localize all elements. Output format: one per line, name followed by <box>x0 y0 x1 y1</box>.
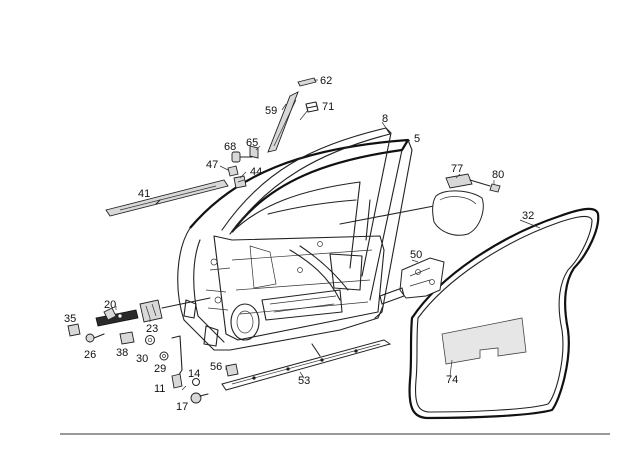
part-20-check-strap <box>95 307 139 327</box>
label-41: 41 <box>138 188 150 200</box>
part-17-bolt <box>190 392 209 404</box>
label-29: 29 <box>154 363 166 375</box>
part-14-washer <box>192 378 200 386</box>
label-35: 35 <box>64 313 76 325</box>
label-26: 26 <box>84 349 96 361</box>
label-32: 32 <box>522 210 534 222</box>
part-71-clip <box>305 101 319 113</box>
door-shell <box>177 227 385 351</box>
label-50: 50 <box>410 249 422 261</box>
label-56: 56 <box>210 361 222 373</box>
part-23-hinge <box>139 297 211 323</box>
part-50-bracket <box>379 257 445 305</box>
label-44: 44 <box>250 166 262 178</box>
part-77-mirror <box>432 173 491 236</box>
part-44-clip <box>233 175 247 189</box>
part-59-pillar-trim <box>267 91 299 153</box>
label-17: 17 <box>176 401 188 413</box>
label-5: 5 <box>414 133 420 145</box>
label-14: 14 <box>188 368 200 380</box>
label-11: 11 <box>154 383 165 395</box>
part-30-nut <box>145 335 155 345</box>
label-23: 23 <box>146 323 158 335</box>
part-38-block <box>119 331 135 345</box>
part-68-screw <box>231 151 253 163</box>
window-channel-part-8 <box>221 127 392 277</box>
label-77: 77 <box>451 163 463 175</box>
part-11-hinge-lower <box>171 335 183 389</box>
label-20: 20 <box>104 299 116 311</box>
part-29-nut <box>159 351 169 361</box>
part-41-weatherstrip <box>105 179 229 217</box>
part-65-clip <box>249 145 259 159</box>
part-26-bolt <box>85 333 105 343</box>
label-53: 53 <box>298 375 310 387</box>
label-71: 71 <box>322 101 334 113</box>
part-32-door-seal <box>408 207 600 420</box>
part-62-strip <box>297 77 317 87</box>
part-56-grommet <box>225 363 239 377</box>
label-80: 80 <box>492 169 504 181</box>
part-80-bolt <box>489 183 501 193</box>
label-47: 47 <box>206 159 218 171</box>
label-59: 59 <box>265 105 277 117</box>
part-74-foil <box>441 317 527 365</box>
leader-77 <box>339 205 435 225</box>
leader-lines <box>115 79 541 391</box>
part-35-cap <box>67 323 81 337</box>
label-38: 38 <box>116 347 128 359</box>
part-47-pin <box>227 165 239 177</box>
label-68: 68 <box>224 141 236 153</box>
label-8: 8 <box>382 113 388 125</box>
label-30: 30 <box>136 353 148 365</box>
part-labels: 62 59 71 8 5 68 65 47 44 77 80 41 32 50 … <box>64 75 534 413</box>
part-53-sill-trim <box>221 339 392 391</box>
label-74: 74 <box>446 374 458 386</box>
label-65: 65 <box>246 137 258 149</box>
label-62: 62 <box>320 75 332 87</box>
